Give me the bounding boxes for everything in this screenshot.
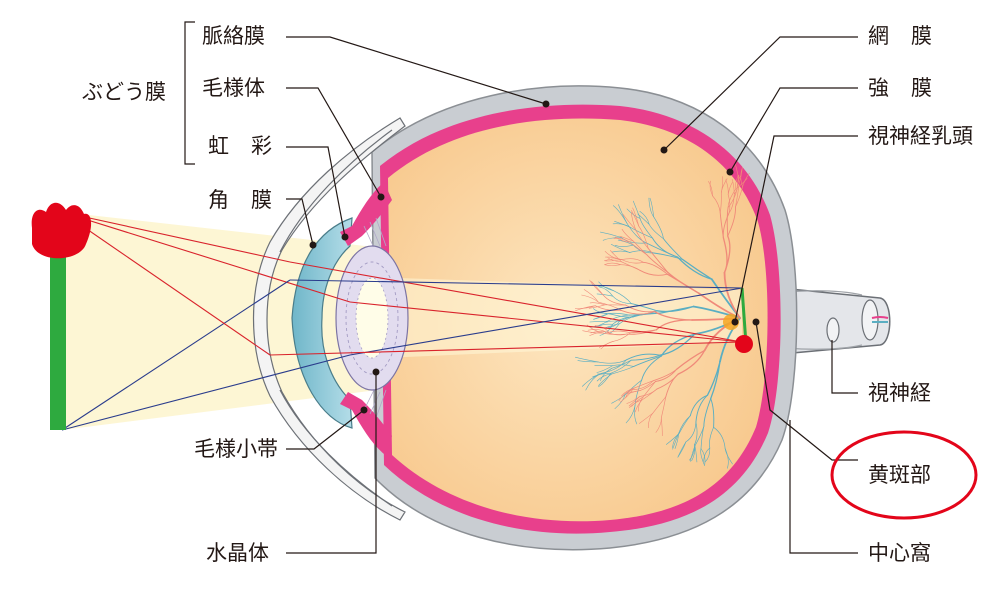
label-lens: 水晶体: [206, 541, 269, 565]
label-macula: 黄斑部: [868, 463, 931, 487]
label-zonule: 毛様小帯: [194, 437, 278, 461]
label-choroid: 脈絡膜: [202, 24, 265, 48]
lens-inner-2: [356, 278, 388, 358]
label-retina: 網膜: [868, 24, 954, 48]
label-iris: 虹彩: [208, 134, 294, 158]
label-uvea: ぶどう膜: [82, 80, 166, 104]
label-ciliary-body: 毛様体: [202, 76, 265, 100]
label-optic-nerve: 視神経: [868, 381, 931, 405]
label-sclera: 強膜: [868, 76, 954, 100]
label-cornea: 角膜: [208, 188, 294, 212]
label-optic-disc: 視神経乳頭: [868, 124, 973, 148]
retinal-image-flower: [735, 335, 753, 353]
label-fovea: 中心窩: [868, 541, 931, 565]
